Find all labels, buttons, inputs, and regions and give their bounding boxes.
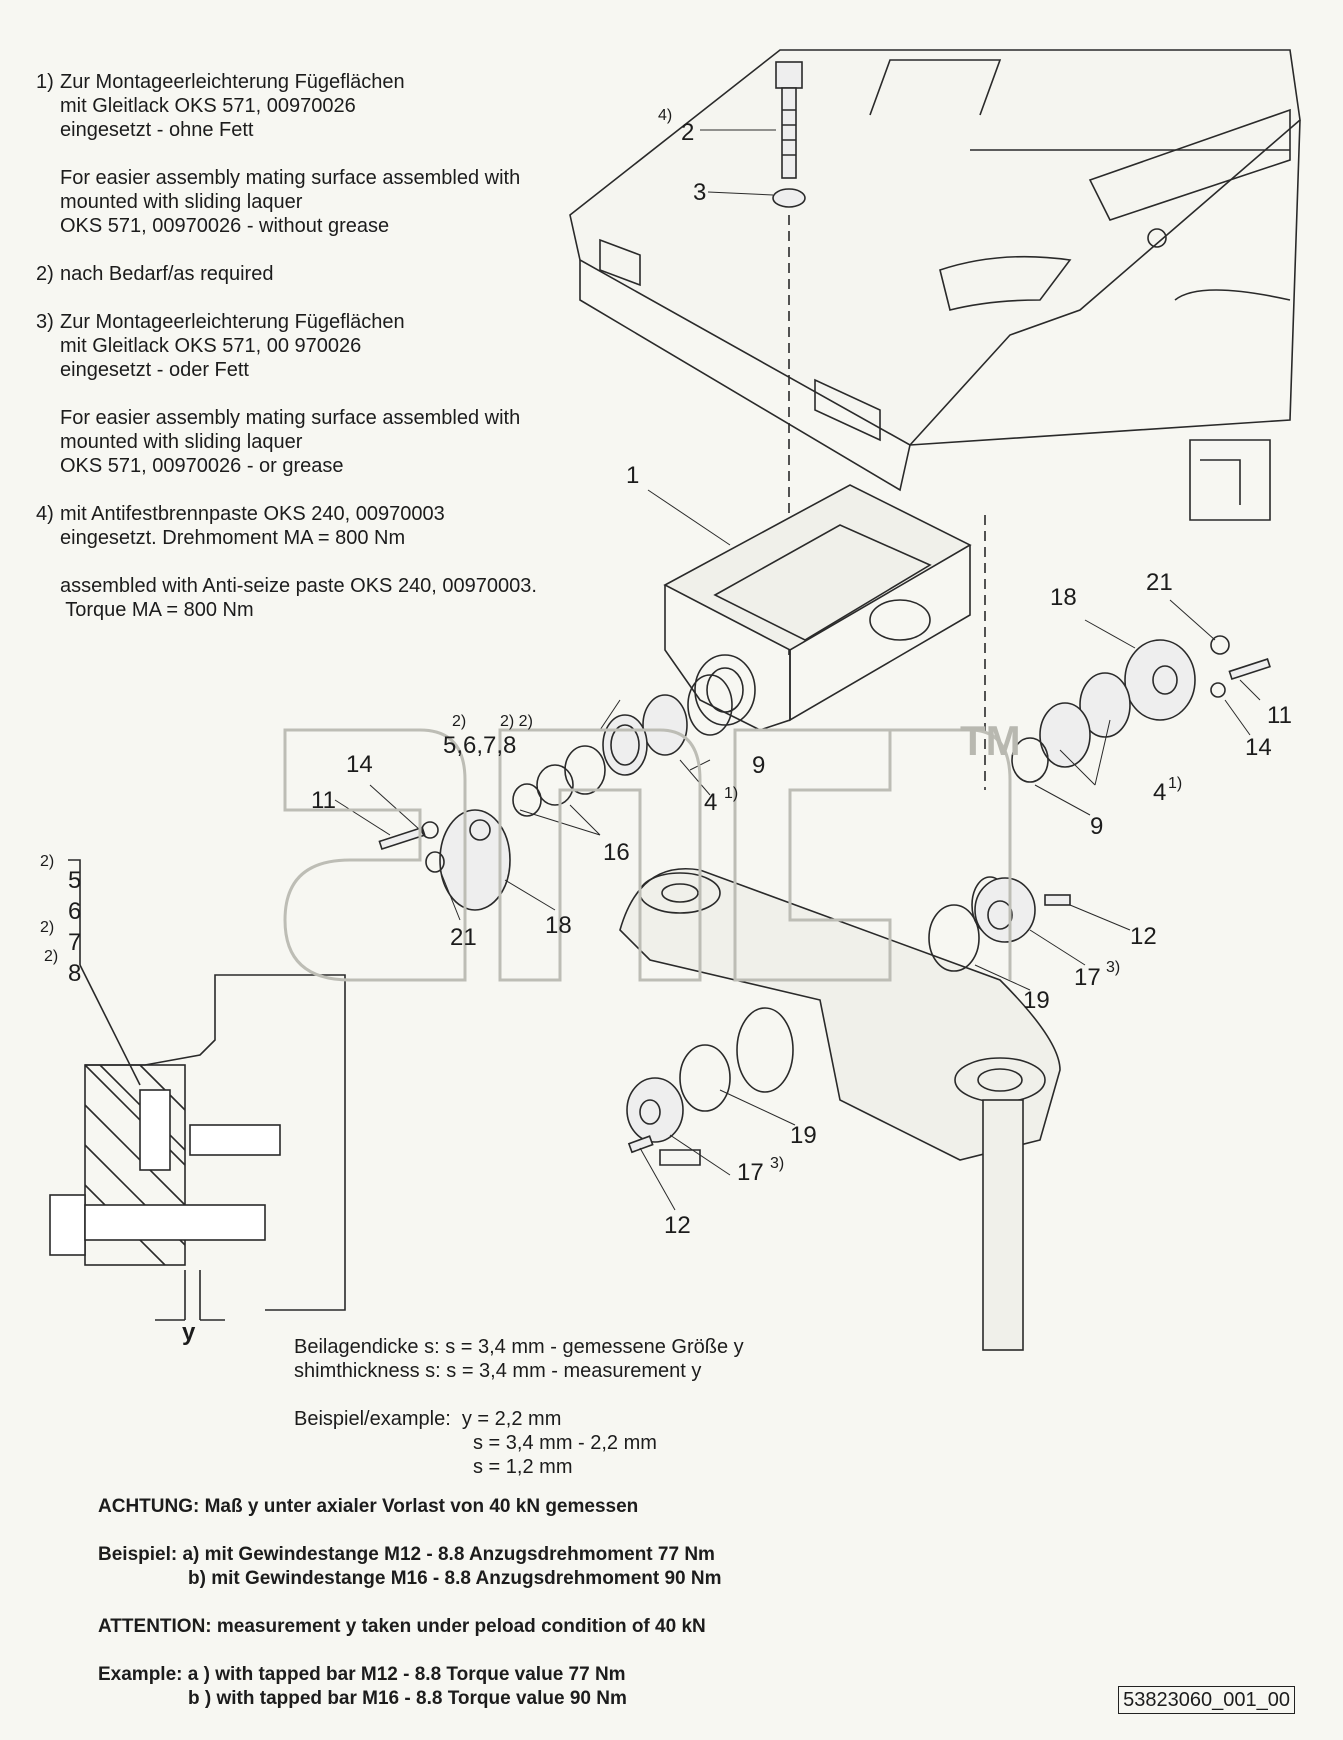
note-3: 3) Zur Montageerleichterung Fügeflächen m… xyxy=(36,310,596,478)
note-line-en: Torque MA = 800 Nm xyxy=(60,599,254,621)
note-4: 4) mit Antifestbrennpaste OKS 240, 009700… xyxy=(36,502,596,622)
note-line: nach Bedarf/as required xyxy=(60,263,274,285)
callout-4-left: 4 xyxy=(704,789,717,816)
note-line: Zur Montageerleichterung Fügeflächen xyxy=(60,71,405,93)
callout-17-right: 17 xyxy=(1074,964,1101,991)
note-1: 1) Zur Montageerleichterung Fügeflächen m… xyxy=(36,70,596,238)
note-line-en: For easier assembly mating surface assem… xyxy=(60,407,521,429)
leader-lines xyxy=(334,129,1261,1211)
callout-14-left: 14 xyxy=(346,751,373,778)
callout-2: 2 xyxy=(681,119,694,146)
callout-17-left: 17 xyxy=(737,1159,764,1186)
flange-17-left xyxy=(626,1044,731,1154)
callout-9-right: 9 xyxy=(1090,813,1103,840)
chassis-frame xyxy=(569,49,1301,521)
note-2: 2) nach Bedarf/as required xyxy=(36,262,596,286)
callout-sup: 2) xyxy=(44,948,58,965)
attention-en-title: ATTENTION: measurement y taken under pel… xyxy=(98,1616,706,1637)
note-line: mit Gleitlack OKS 571, 00 970026 xyxy=(60,335,362,357)
attention-en-ex-a: Example: a ) with tapped bar M12 - 8.8 T… xyxy=(98,1664,626,1685)
callout-sup: 2) xyxy=(40,919,54,936)
callout-1: 1 xyxy=(626,462,639,489)
callout-sup: 1) xyxy=(724,785,738,802)
note-line: mit Antifestbrennpaste OKS 240, 00970003 xyxy=(60,503,445,525)
callout-8: 8 xyxy=(68,960,81,987)
note-line-en: For easier assembly mating surface assem… xyxy=(60,167,521,189)
callout-14-right: 14 xyxy=(1245,734,1272,761)
callout-6: 6 xyxy=(68,898,81,925)
right-bearing-stack xyxy=(1011,635,1271,783)
note-line-en: mounted with sliding laquer xyxy=(60,431,303,453)
callout-4-right: 4 xyxy=(1153,779,1166,806)
dimension-y: y xyxy=(182,1319,196,1346)
callout-sup: 3) xyxy=(1106,959,1120,976)
callout-12-right: 12 xyxy=(1130,923,1157,950)
attention-block: ACHTUNG: Maß y unter axialer Vorlast von… xyxy=(98,1495,722,1711)
pivot-arm xyxy=(619,868,1061,1351)
callout-21-right: 21 xyxy=(1146,569,1173,596)
bolt-2 xyxy=(775,61,803,179)
shim-de: Beilagendicke s: s = 3,4 mm - gemessene … xyxy=(294,1336,744,1358)
attention-de-title: ACHTUNG: Maß y unter axialer Vorlast von… xyxy=(98,1496,639,1517)
watermark-tm: TM xyxy=(960,717,1021,764)
callout-sup: 3) xyxy=(770,1155,784,1172)
callout-sup: 1) xyxy=(1168,775,1182,792)
drawing-number: 53823060_001_00 xyxy=(1118,1686,1295,1714)
callout-sup: 4) xyxy=(658,107,672,124)
watermark xyxy=(283,728,1012,982)
section-detail xyxy=(49,859,346,1321)
callout-7: 7 xyxy=(68,929,81,956)
callout-sup: 2) xyxy=(452,713,466,730)
note-line-en: mounted with sliding laquer xyxy=(60,191,303,213)
assembly-notes: 1) Zur Montageerleichterung Fügeflächen m… xyxy=(36,70,596,646)
attention-en-ex-b: b ) with tapped bar M16 - 8.8 Torque val… xyxy=(188,1688,627,1709)
note-line: eingesetzt - oder Fett xyxy=(60,359,249,381)
note-number: 1) xyxy=(36,71,54,93)
callout-5678: 5,6,7,8 xyxy=(443,732,516,759)
shim-en: shimthickness s: s = 3,4 mm - measuremen… xyxy=(294,1360,702,1382)
bearing-housing-1 xyxy=(663,484,972,731)
callout-16: 16 xyxy=(603,839,630,866)
note-line: eingesetzt - ohne Fett xyxy=(60,119,254,141)
example-1: y = 2,2 mm xyxy=(461,1408,562,1430)
callout-11-left: 11 xyxy=(311,787,336,814)
callout-11-right: 11 xyxy=(1267,702,1292,729)
note-line: mit Gleitlack OKS 571, 00970026 xyxy=(60,95,356,117)
note-line: eingesetzt. Drehmoment MA = 800 Nm xyxy=(60,527,406,549)
left-bearing-stack xyxy=(378,674,733,911)
washer-3 xyxy=(772,188,806,208)
note-line-en: OKS 571, 00970026 - or grease xyxy=(60,455,344,477)
callout-12-left: 12 xyxy=(664,1212,691,1239)
note-line-en: OKS 571, 00970026 - without grease xyxy=(60,215,390,237)
example-3: s = 1,2 mm xyxy=(473,1456,573,1478)
callout-18-left: 18 xyxy=(545,912,572,939)
attention-de-ex-b: b) mit Gewindestange M16 - 8.8 Anzugsdre… xyxy=(188,1568,722,1589)
callout-18-right: 18 xyxy=(1050,584,1077,611)
callout-21-left: 21 xyxy=(450,924,477,951)
shim-thickness-block: Beilagendicke s: s = 3,4 mm - gemessene … xyxy=(294,1335,744,1479)
note-number: 3) xyxy=(36,311,54,333)
callout-labels: 4) 2 3 1 18 21 11 14 4 1) 9 2) 2) 2) 5,6… xyxy=(40,107,1292,1346)
note-number: 4) xyxy=(36,503,54,525)
callout-19-right: 19 xyxy=(1023,987,1050,1014)
callout-3: 3 xyxy=(693,179,706,206)
note-number: 2) xyxy=(36,263,54,285)
flange-17-right xyxy=(928,877,1071,972)
callout-9-left: 9 xyxy=(752,752,765,779)
example-2: s = 3,4 mm - 2,2 mm xyxy=(473,1432,657,1454)
callout-5: 5 xyxy=(68,867,81,894)
attention-de-ex-a: Beispiel: a) mit Gewindestange M12 - 8.8… xyxy=(98,1544,715,1565)
callout-19-left: 19 xyxy=(790,1122,817,1149)
callout-sup: 2) 2) xyxy=(500,713,533,730)
example-label: Beispiel/example: xyxy=(294,1408,451,1430)
callout-sup: 2) xyxy=(40,853,54,870)
note-line: Zur Montageerleichterung Fügeflächen xyxy=(60,311,405,333)
note-line-en: assembled with Anti-seize paste OKS 240,… xyxy=(60,575,537,597)
